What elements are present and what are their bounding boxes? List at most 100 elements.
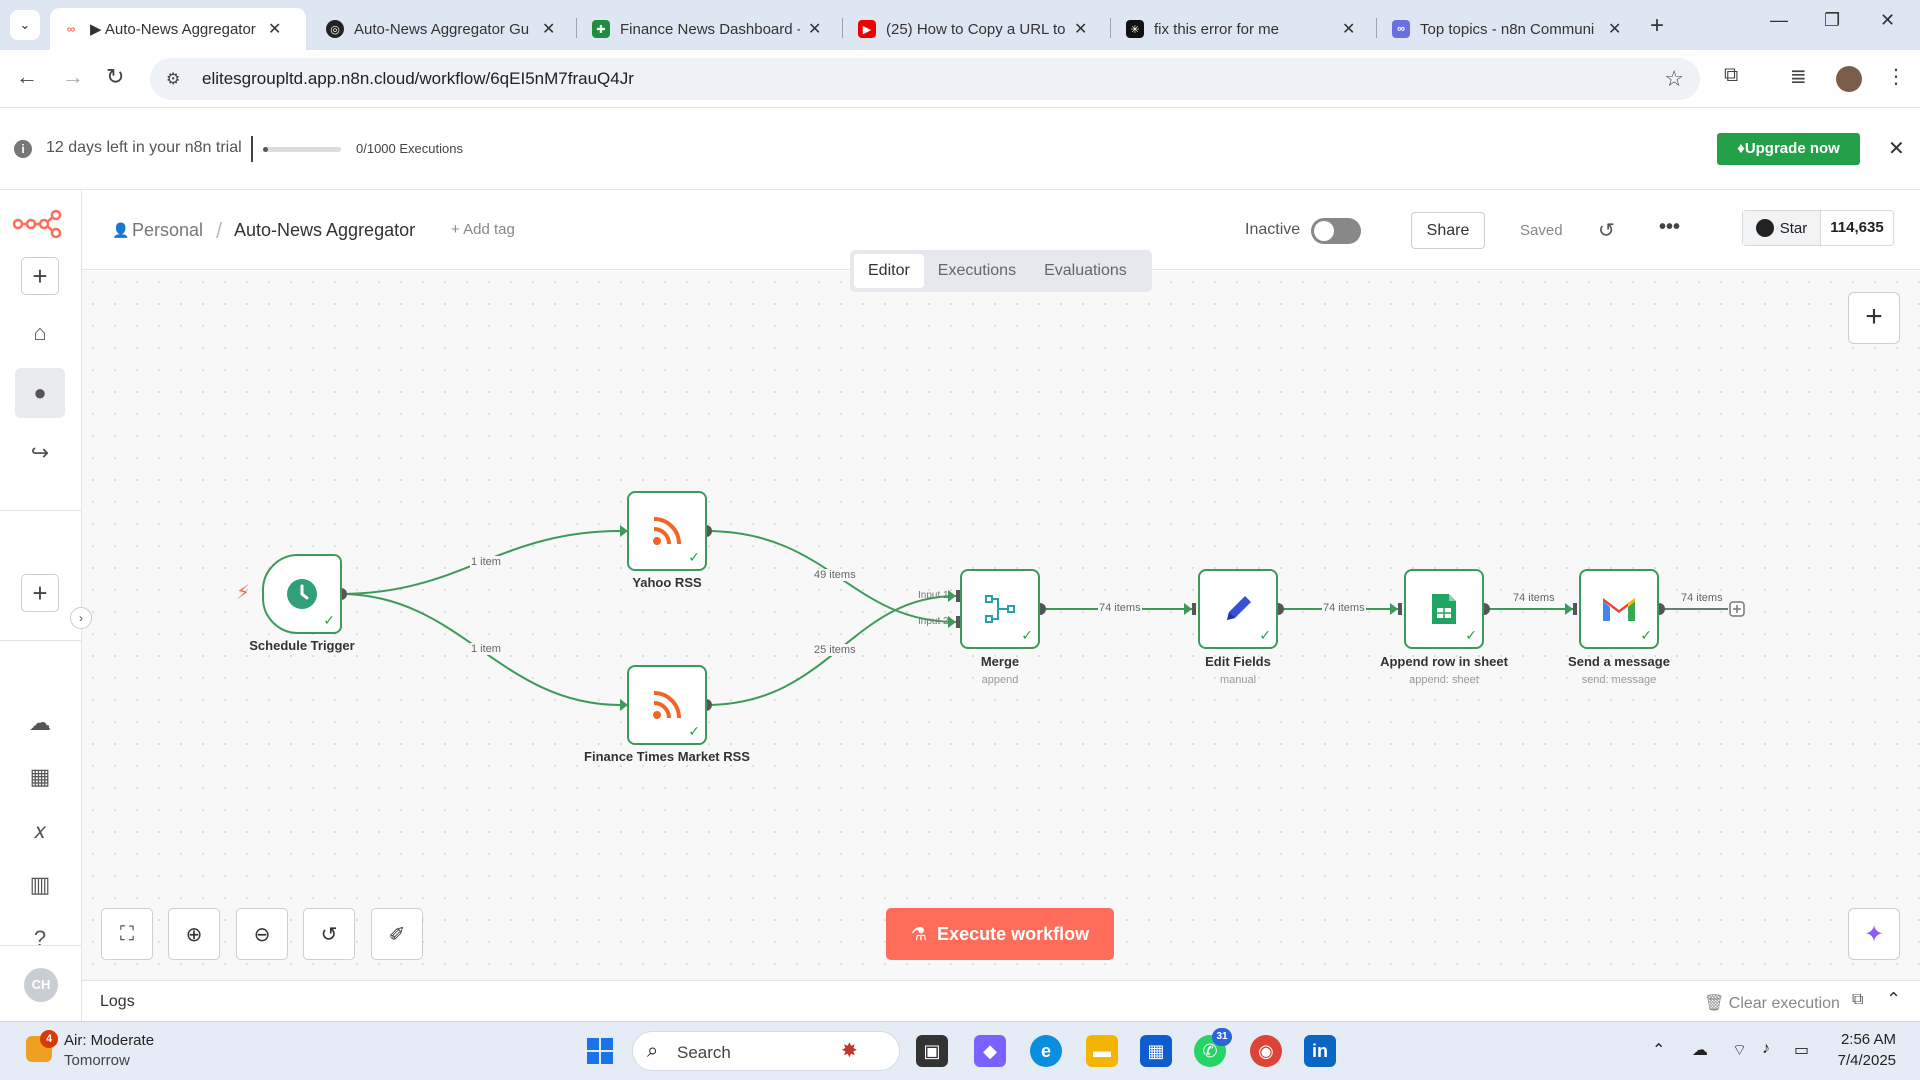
task-view-icon[interactable]: ▣: [916, 1035, 948, 1067]
node-yahoo-rss[interactable]: ✓: [627, 491, 707, 571]
tidy-up-button[interactable]: ✐: [371, 908, 423, 960]
bookmark-star-icon[interactable]: ☆: [1664, 66, 1684, 91]
execute-workflow-button[interactable]: ⚗Execute workflow: [886, 908, 1114, 960]
n8n-logo-icon[interactable]: [12, 210, 62, 238]
node-merge[interactable]: ✓: [960, 569, 1040, 649]
ai-assistant-sparkle-icon[interactable]: ✦: [1848, 908, 1900, 960]
volume-icon[interactable]: ♪: [1762, 1040, 1770, 1057]
node-finance-times-rss[interactable]: ✓: [627, 665, 707, 745]
chevron-up-icon[interactable]: ⌃: [1886, 989, 1902, 1009]
active-toggle[interactable]: [1311, 218, 1361, 244]
tab-editor[interactable]: Editor: [854, 254, 924, 288]
windows-start-icon[interactable]: [584, 1035, 616, 1067]
view-tabs: Editor Executions Evaluations: [850, 250, 1152, 292]
personal-user-icon[interactable]: ●: [15, 368, 65, 418]
browser-tab-active[interactable]: ∞ ▶ Auto-News Aggregator ✕: [50, 8, 306, 50]
weather-title[interactable]: Air: Moderate: [64, 1032, 155, 1049]
zoom-out-button[interactable]: ⊖: [236, 908, 288, 960]
insights-icon[interactable]: ▥: [29, 872, 51, 897]
close-icon[interactable]: ✕: [1608, 21, 1622, 38]
history-icon[interactable]: ↺: [1598, 220, 1615, 242]
templates-icon[interactable]: ▦: [29, 764, 51, 789]
chrome-icon[interactable]: ◉: [1250, 1035, 1282, 1067]
restore-icon[interactable]: ❐: [1824, 10, 1841, 30]
help-icon[interactable]: ?: [33, 926, 47, 951]
battery-icon[interactable]: ▭: [1794, 1042, 1810, 1059]
tray-overflow-chevron-icon[interactable]: ⌃: [1652, 1042, 1666, 1059]
linkedin-icon[interactable]: in: [1304, 1035, 1336, 1067]
browser-tab[interactable]: ▶ (25) How to Copy a URL to ✕: [846, 8, 1102, 50]
browser-tab[interactable]: ◎ Auto-News Aggregator Gu ✕: [314, 8, 570, 50]
close-icon[interactable]: ✕: [268, 21, 282, 38]
window-close-icon[interactable]: ✕: [1880, 10, 1896, 30]
extensions-icon[interactable]: ⧉: [1724, 64, 1739, 86]
copilot-icon[interactable]: ◆: [974, 1035, 1006, 1067]
browser-menu-icon[interactable]: ⋮: [1886, 66, 1906, 88]
onedrive-icon[interactable]: ☁: [1692, 1042, 1708, 1059]
node-send-message-gmail[interactable]: ✓: [1579, 569, 1659, 649]
node-label: Append row in sheet: [1380, 654, 1508, 669]
reset-zoom-button[interactable]: ↺: [303, 908, 355, 960]
forward-icon[interactable]: →: [62, 64, 84, 89]
site-info-icon[interactable]: ⚙: [166, 71, 181, 88]
node-edit-fields[interactable]: ✓: [1198, 569, 1278, 649]
workflow-name[interactable]: Auto-News Aggregator: [234, 220, 416, 240]
executions-count: 0/1000 Executions: [356, 141, 463, 156]
add-tag-button[interactable]: + Add tag: [451, 221, 515, 238]
wifi-icon[interactable]: ⌔: [1732, 1042, 1748, 1059]
person-icon: 👤: [112, 222, 130, 238]
back-icon[interactable]: ←: [16, 64, 38, 89]
n8n-community-icon: ∞: [1392, 20, 1410, 38]
github-star-widget[interactable]: Star 114,635: [1742, 210, 1894, 246]
sidebar-collapse-button[interactable]: ›: [70, 607, 92, 629]
minimize-icon[interactable]: —: [1770, 10, 1788, 30]
create-button[interactable]: +: [21, 257, 59, 295]
new-tab-button[interactable]: +: [1650, 12, 1665, 39]
close-icon[interactable]: ✕: [808, 21, 822, 38]
url-bar[interactable]: ⚙ elitesgroupltd.app.n8n.cloud/workflow/…: [150, 58, 1700, 100]
more-options-icon[interactable]: •••: [1659, 216, 1681, 238]
breadcrumb-project[interactable]: Personal: [132, 220, 204, 240]
tab-evaluations[interactable]: Evaluations: [1044, 262, 1127, 279]
browser-tab[interactable]: ✳ fix this error for me ✕: [1114, 8, 1370, 50]
variables-icon[interactable]: 𝑥: [33, 818, 47, 843]
browser-tab[interactable]: ✚ Finance News Dashboard - ✕: [580, 8, 836, 50]
close-icon[interactable]: ✕: [542, 21, 556, 38]
taskbar-search[interactable]: ⌕ Search ✸: [632, 1031, 900, 1071]
merge-input-label: Input 2: [918, 616, 949, 627]
tab-executions[interactable]: Executions: [937, 262, 1017, 279]
node-append-row-sheet[interactable]: ✓: [1404, 569, 1484, 649]
close-icon[interactable]: ✕: [1342, 21, 1356, 38]
cloud-icon[interactable]: ☁: [29, 710, 51, 735]
zoom-in-button[interactable]: ⊕: [168, 908, 220, 960]
whatsapp-icon[interactable]: ✆: [1194, 1035, 1226, 1067]
add-node-button[interactable]: +: [1848, 292, 1900, 344]
tab-search-button[interactable]: ⌄: [10, 10, 40, 40]
search-highlight-icon: ✸: [841, 1040, 858, 1062]
shared-with-me-icon[interactable]: ↪: [30, 440, 50, 465]
success-check-icon: ✓: [323, 612, 335, 628]
pop-out-icon[interactable]: ⧉: [1852, 991, 1864, 1008]
file-explorer-icon[interactable]: ▬: [1086, 1035, 1118, 1067]
add-project-button[interactable]: +: [21, 574, 59, 612]
edge-icon[interactable]: e: [1030, 1035, 1062, 1067]
url-text[interactable]: elitesgroupltd.app.n8n.cloud/workflow/6q…: [202, 69, 634, 88]
media-controls-icon[interactable]: ≣: [1790, 66, 1807, 88]
fit-view-button[interactable]: ⛶: [101, 908, 153, 960]
home-icon[interactable]: ⌂: [33, 320, 47, 345]
close-banner-icon[interactable]: ✕: [1888, 138, 1905, 160]
share-button[interactable]: Share: [1411, 212, 1485, 249]
logs-title[interactable]: Logs: [100, 993, 135, 1010]
upgrade-now-button[interactable]: ♦Upgrade now: [1717, 133, 1860, 165]
node-schedule-trigger[interactable]: ✓: [262, 554, 342, 634]
executions-progress-fill: [263, 147, 268, 152]
browser-tab[interactable]: ∞ Top topics - n8n Communi ✕: [1380, 8, 1636, 50]
profile-avatar[interactable]: [1836, 66, 1862, 92]
microsoft-store-icon[interactable]: ▦: [1140, 1035, 1172, 1067]
reload-icon[interactable]: ↻: [106, 64, 125, 89]
user-avatar[interactable]: CH: [24, 968, 58, 1002]
search-icon: ⌕: [647, 1040, 659, 1062]
close-icon[interactable]: ✕: [1074, 21, 1088, 38]
system-clock[interactable]: 2:56 AM 7/4/2025: [1836, 1031, 1896, 1069]
clear-execution-button[interactable]: 🗑 Clear execution: [1704, 993, 1840, 1013]
